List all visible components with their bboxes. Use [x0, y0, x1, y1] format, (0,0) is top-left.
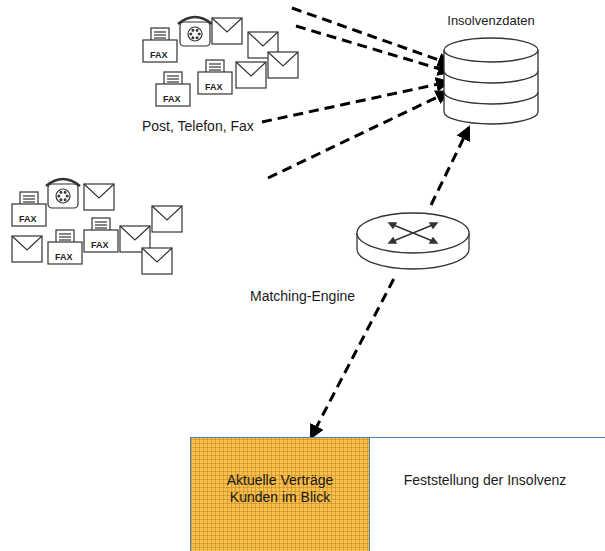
media-icons [12, 17, 298, 274]
dashed-connector [431, 128, 469, 205]
dashed-arrow [292, 8, 450, 64]
fax-label: FAX [204, 82, 224, 92]
fax-icon [48, 230, 82, 264]
fax-label: FAX [18, 214, 38, 224]
telephone-icon [178, 17, 212, 46]
envelope-icon [12, 236, 42, 262]
envelope-icon [152, 206, 182, 232]
router-label: Matching-Engine [250, 288, 355, 305]
envelope-icon [236, 62, 266, 88]
fax-icon [198, 60, 232, 94]
fax-icon [84, 218, 118, 252]
envelope-icon [84, 184, 114, 210]
database-label: Insolvenzdaten [430, 12, 552, 29]
database-node: Insolvenzdaten [430, 12, 552, 130]
router-icon [354, 205, 472, 279]
envelope-icon [268, 52, 298, 78]
input-arrows [262, 8, 450, 178]
dashed-arrow [262, 82, 448, 122]
envelope-icon [212, 18, 242, 44]
router-node: Matching-Engine [248, 203, 476, 313]
dashed-arrow [268, 92, 448, 178]
fax-label: FAX [54, 252, 74, 262]
fax-label: FAX [90, 240, 110, 250]
fax-icon [143, 28, 177, 62]
fax-label: FAX [162, 94, 182, 104]
telephone-icon [46, 179, 80, 208]
media-label: Post, Telefon, Fax [142, 118, 254, 135]
fax-icon [12, 192, 46, 226]
dashed-arrow [296, 26, 450, 72]
box-label: Aktuelle Verträge Kunden im Blick [197, 472, 363, 506]
box-label: Feststellung der Insolvenz [370, 472, 600, 489]
highlight-box: Aktuelle Verträge Kunden im Blick [190, 437, 370, 551]
database-cylinder [441, 36, 541, 128]
process-box: Feststellung der Insolvenz [369, 437, 605, 551]
fax-label: FAX [149, 50, 169, 60]
envelope-icon [142, 248, 172, 274]
fax-icon [156, 72, 190, 106]
